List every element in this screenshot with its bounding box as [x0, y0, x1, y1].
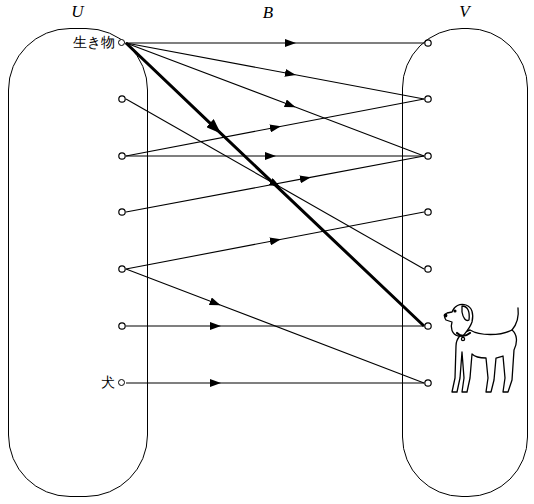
arrow-line [126, 99, 424, 156]
arrow-line [126, 325, 424, 326]
dog-illustration [444, 304, 518, 392]
set-name: U [71, 2, 83, 22]
highlight-arrow [126, 43, 424, 326]
element-point [425, 96, 431, 102]
element-point [119, 266, 125, 272]
element-point [425, 380, 431, 386]
map-name: B [263, 3, 273, 23]
arrow-line [126, 212, 424, 269]
labeled-point: 生き物 [73, 34, 125, 51]
element-point [425, 266, 431, 272]
element-point [118, 39, 125, 46]
element-point [119, 323, 125, 329]
arrow-line [126, 382, 424, 383]
set-name: V [459, 2, 469, 22]
element-point [119, 209, 125, 215]
element-point [425, 209, 431, 215]
element-point [425, 153, 431, 159]
element-point [425, 40, 431, 46]
element-point [425, 323, 431, 329]
arrow-line [126, 42, 424, 43]
element-point [119, 153, 125, 159]
element-point [118, 379, 125, 386]
element-label: 生き物 [73, 34, 115, 51]
arrow-line [126, 269, 424, 383]
set-region: U生き物犬 [8, 28, 148, 497]
set-region: V [402, 28, 528, 497]
element-label: 犬 [101, 374, 115, 391]
element-point [119, 96, 125, 102]
arrow-line [126, 43, 424, 99]
arrow-line [126, 155, 424, 156]
arrow-line [126, 43, 424, 156]
labeled-point: 犬 [101, 374, 125, 391]
